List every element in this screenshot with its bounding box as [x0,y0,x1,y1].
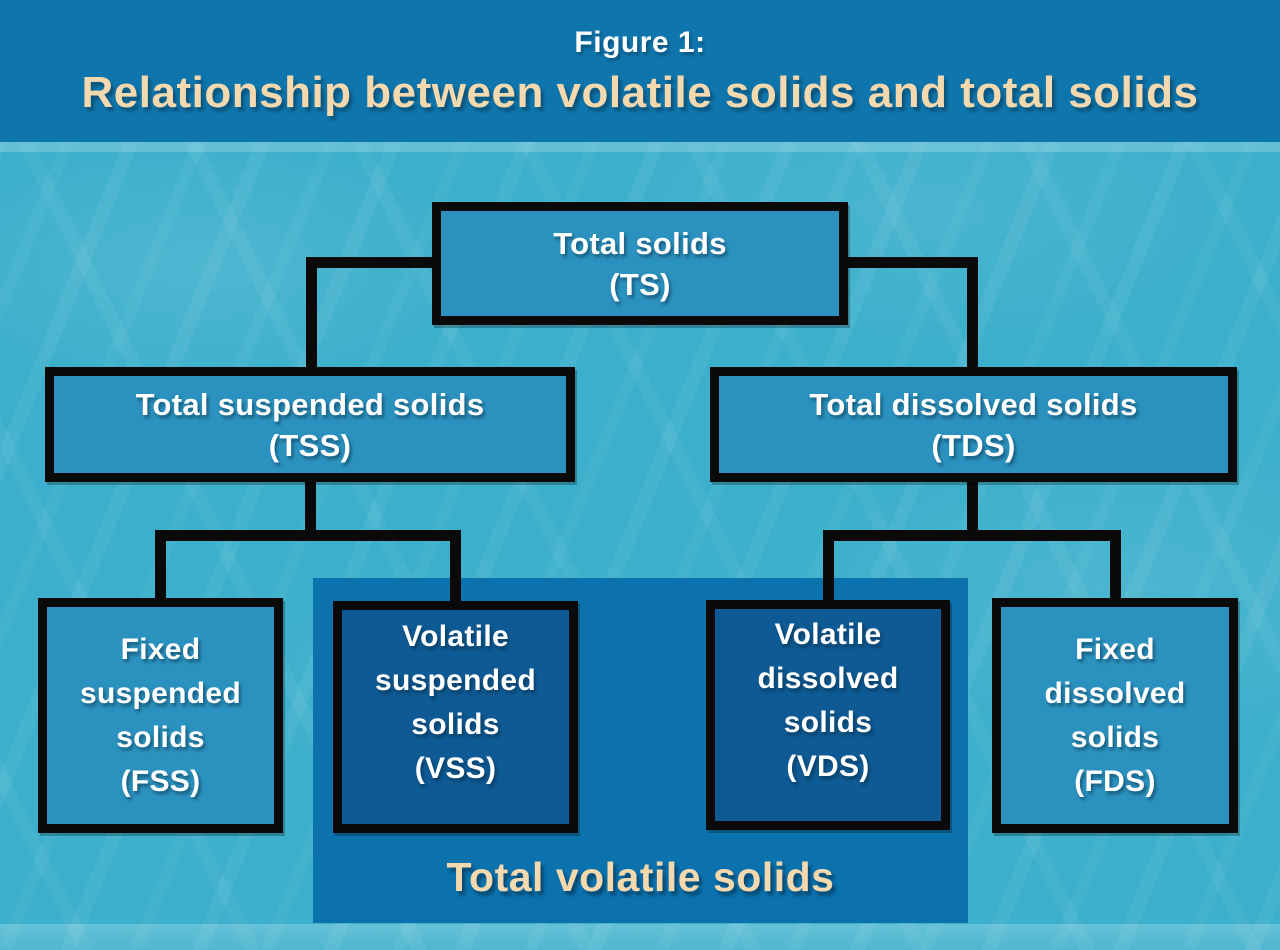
total-volatile-solids-label: Total volatile solids [446,854,835,900]
node-label-line: solids [783,706,873,739]
node-label-line: solids [116,720,205,754]
node-total-suspended-solids: Total suspended solids (TSS) [45,367,575,482]
figure-label: Figure 1: [574,26,706,59]
node-label-line: (FSS) [120,764,201,798]
node-label-line: Total solids [553,225,727,261]
connector-drop-to-vss [450,530,461,603]
connector-ts-to-tds-horizontal [845,257,978,268]
connector-tss-children-bar [155,530,461,541]
node-label-line: Volatile [402,620,509,653]
node-label-line: dissolved [757,662,899,695]
node-label-line: (VDS) [786,750,870,783]
connector-tds-children-bar [823,530,1121,541]
connector-tss-stem [305,480,316,536]
connector-ts-to-tss-horizontal [306,257,436,268]
node-label-line: dissolved [1044,676,1186,710]
node-label-line: (FDS) [1074,764,1156,798]
water-highlight-band-top [0,142,1280,152]
node-label-line: (TS) [609,266,671,302]
connector-tds-stem [967,480,978,536]
node-label-line: solids [1070,720,1160,754]
node-label-line: suspended [374,664,537,697]
node-label-line: suspended [79,676,242,710]
node-label-line: Volatile [774,618,882,651]
water-highlight-band-bottom [0,924,1280,950]
node-label-line: Total suspended solids [135,386,485,422]
node-volatile-dissolved-solids: Volatile dissolved solids (VDS) [706,600,950,830]
figure-header: Figure 1: Relationship between volatile … [0,0,1280,142]
node-label-line: Fixed [1075,632,1155,666]
node-label-line: (TDS) [931,427,1016,463]
connector-ts-to-tds-vertical [967,257,978,369]
node-label-line: Fixed [120,632,201,666]
node-label-line: Total dissolved solids [809,386,1138,422]
node-total-solids: Total solids (TS) [432,202,848,325]
node-label-line: (VSS) [414,752,497,785]
node-volatile-suspended-solids: Volatile suspended solids (VSS) [333,601,578,833]
connector-drop-to-fds [1110,530,1121,600]
figure-title: Relationship between volatile solids and… [81,68,1199,117]
node-fixed-suspended-solids: Fixed suspended solids (FSS) [38,598,283,833]
connector-ts-to-tss-vertical [306,257,317,369]
node-total-dissolved-solids: Total dissolved solids (TDS) [710,367,1237,482]
node-label-line: solids [411,708,500,741]
node-fixed-dissolved-solids: Fixed dissolved solids (FDS) [992,598,1238,833]
connector-drop-to-fss [155,530,166,600]
node-label-line: (TSS) [268,427,352,463]
connector-drop-to-vds [823,530,834,602]
